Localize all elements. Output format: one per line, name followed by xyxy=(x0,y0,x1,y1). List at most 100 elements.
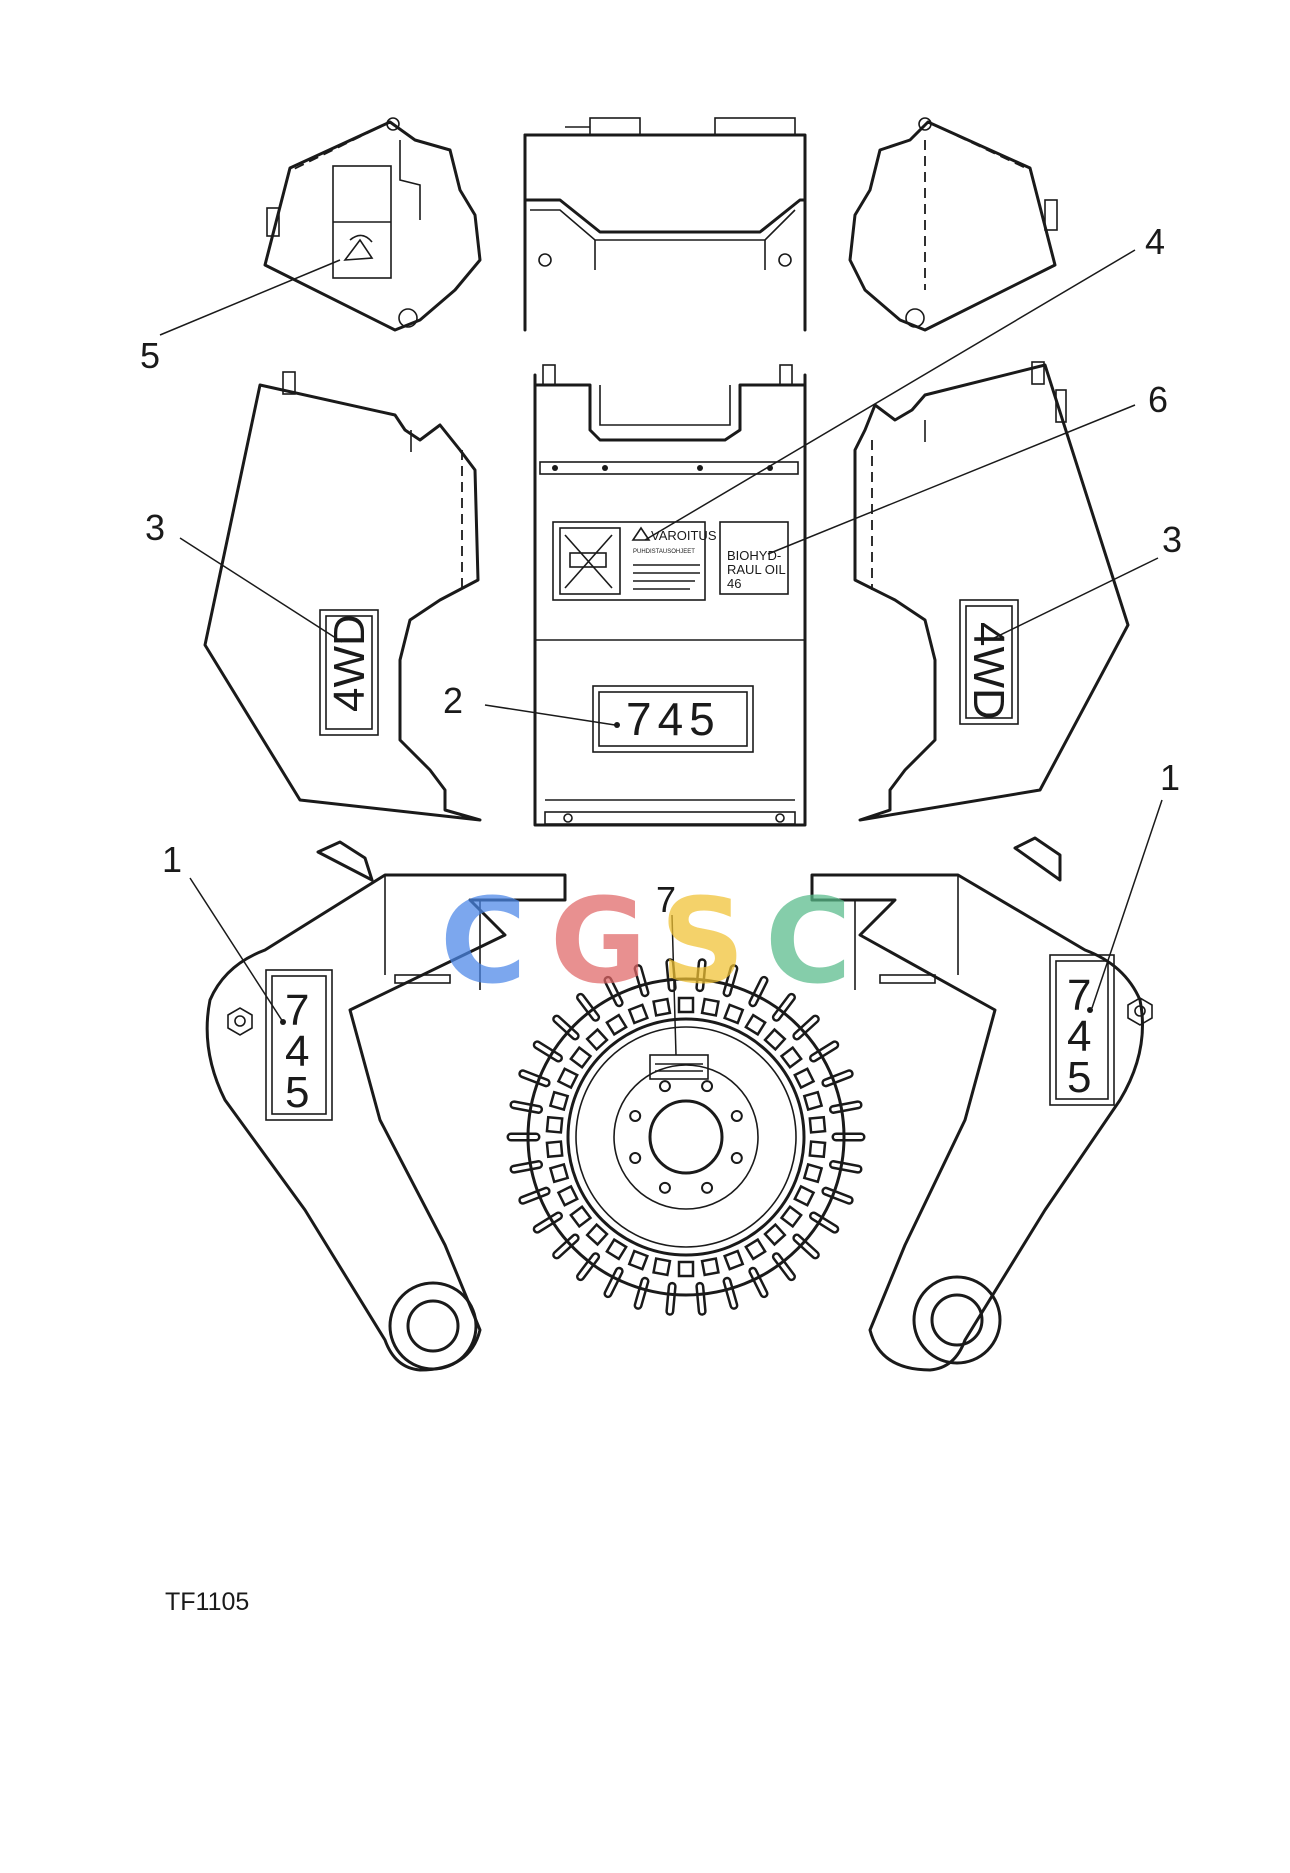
tread-lug-inner xyxy=(774,1254,794,1279)
tread-block xyxy=(808,1115,827,1134)
tread-block xyxy=(548,1162,570,1184)
watermark-letter-g: G xyxy=(550,872,647,1010)
wheel-bolt xyxy=(730,1109,743,1122)
tread-block xyxy=(779,1204,803,1229)
wheel-assembly xyxy=(506,958,866,1316)
tread-block xyxy=(585,1027,609,1052)
middle-right-side-panel: 4WD xyxy=(853,361,1130,822)
oil-decal: BIOHYD- RAUL OIL 46 xyxy=(719,521,789,595)
wheel-bolt xyxy=(629,1152,642,1165)
tread-block xyxy=(545,1115,564,1134)
decal-left-digit-7: 7 xyxy=(285,986,309,1035)
decal-4wd-right-text: 4WD xyxy=(964,622,1013,720)
decal-right-digit-7: 7 xyxy=(1067,971,1091,1020)
tread-block xyxy=(793,1184,816,1207)
wheel-bolt xyxy=(730,1152,743,1165)
tread-lug-inner xyxy=(811,1213,837,1232)
tread-block xyxy=(556,1067,579,1090)
watermark-letter-c2: C xyxy=(765,872,852,1010)
tread-lug-inner xyxy=(774,995,794,1020)
tread-lug-inner xyxy=(636,1279,647,1308)
tread-block xyxy=(585,1222,609,1247)
callout-1-left: 1 xyxy=(162,839,182,880)
tread-lug-inner xyxy=(520,1071,549,1085)
decal-4wd-left-text: 4WD xyxy=(325,614,374,712)
tread-lug-inner xyxy=(511,1102,541,1112)
tread-lug-inner xyxy=(794,1236,818,1257)
tread-block xyxy=(763,1222,787,1247)
tread-block xyxy=(793,1067,816,1090)
tread-block xyxy=(627,1249,649,1271)
tread-lug-inner xyxy=(511,1162,541,1172)
tread-lug-inner xyxy=(605,1269,622,1296)
warning-sub: PUHDISTAUSOHJEET xyxy=(633,549,695,555)
callout-3-left: 3 xyxy=(145,507,165,548)
tread-lug-inner xyxy=(697,960,705,990)
callout-5: 5 xyxy=(140,335,160,376)
tread-lug-inner xyxy=(554,1236,578,1257)
left-loader-arm: 7 4 5 xyxy=(205,840,567,1372)
decal-745-center-text: 745 xyxy=(626,693,721,745)
wheel-bolt xyxy=(629,1109,642,1122)
tread-block xyxy=(627,1003,649,1025)
callout-7: 7 xyxy=(656,879,676,920)
decal-4wd-right: 4WD xyxy=(959,599,1019,725)
decal-left-digit-4: 4 xyxy=(285,1027,309,1076)
tread-lug-inner xyxy=(831,1102,861,1112)
watermark-letter-s: S xyxy=(660,872,745,1010)
tread-lug-inner xyxy=(697,1284,705,1314)
tread-block xyxy=(605,1013,628,1037)
oil-line-2: RAUL OIL xyxy=(727,562,786,577)
tread-lug-inner xyxy=(667,1284,675,1314)
decal-4wd-left: 4WD xyxy=(319,609,379,736)
tread-block xyxy=(569,1204,593,1229)
top-right-side-cover xyxy=(848,117,1058,332)
cgsc-watermark: C G S C xyxy=(440,872,852,1010)
tread-lug-inner xyxy=(750,978,767,1005)
decal-right-digit-5: 5 xyxy=(1067,1053,1091,1102)
tread-block xyxy=(802,1162,824,1184)
tread-block xyxy=(548,1090,570,1112)
tread-lug-inner xyxy=(578,1254,598,1279)
warning-heading: VAROITUS xyxy=(651,528,717,543)
warning-decal-center: VAROITUS PUHDISTAUSOHJEET xyxy=(552,521,717,601)
decal-745-right: 7 4 5 xyxy=(1049,954,1115,1106)
tread-lug-inner xyxy=(725,966,736,995)
leader-lines xyxy=(159,249,1163,1056)
callout-4: 4 xyxy=(1145,221,1165,262)
tread-lug-inner xyxy=(535,1213,561,1232)
top-left-side-cover xyxy=(263,117,482,332)
wheel-bolt xyxy=(658,1080,671,1093)
right-loader-arm: 7 4 5 xyxy=(810,836,1153,1372)
tread-lug-inner xyxy=(823,1189,852,1203)
tread-block xyxy=(779,1045,803,1070)
tread-block xyxy=(744,1013,767,1037)
callout-6: 6 xyxy=(1148,379,1168,420)
wheel-bolts xyxy=(629,1080,743,1194)
tread-lug-inner xyxy=(535,1042,561,1061)
tread-block xyxy=(556,1184,579,1207)
callout-1-right: 1 xyxy=(1160,757,1180,798)
tread-lug-inner xyxy=(831,1162,861,1172)
figure-reference: TF1105 xyxy=(165,1588,249,1616)
tread-block xyxy=(723,1003,745,1025)
tread-block xyxy=(605,1237,628,1261)
wheel-bolt xyxy=(701,1181,714,1194)
tread-block xyxy=(569,1045,593,1070)
tread-block xyxy=(545,1140,564,1159)
tread-lug-inner xyxy=(578,995,598,1020)
tire-treads xyxy=(506,958,866,1316)
callouts: 5 4 6 3 3 2 1 1 7 xyxy=(140,221,1182,920)
tread-lug-inner xyxy=(725,1279,736,1308)
tread-lug-inner xyxy=(636,966,647,995)
tread-block xyxy=(652,1257,672,1277)
callout-3-right: 3 xyxy=(1162,519,1182,560)
tread-block xyxy=(723,1249,745,1271)
tread-block xyxy=(677,1260,695,1278)
tread-block xyxy=(802,1090,824,1112)
decal-right-digit-4: 4 xyxy=(1067,1012,1091,1061)
decal-745-center: 745 xyxy=(592,685,754,753)
tread-lug-inner xyxy=(811,1042,837,1061)
warning-decal-side xyxy=(332,165,392,279)
